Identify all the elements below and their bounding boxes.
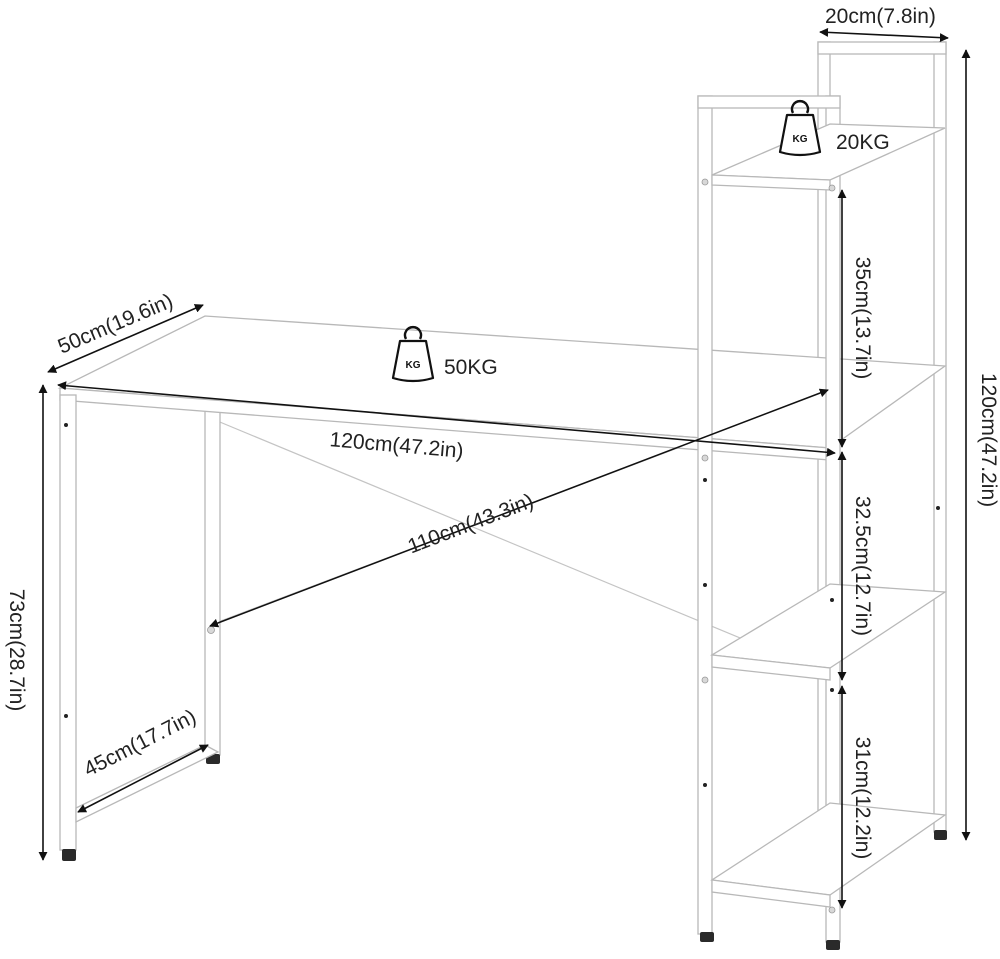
tower-back-right-foot: [934, 830, 947, 840]
dimension-arrows: [38, 27, 971, 909]
desk-length-label: 120cm(47.2in): [329, 428, 465, 463]
shelf-middle: [710, 583, 947, 669]
shelf-weight-label: 20KG: [836, 131, 890, 154]
foot-depth-arrow: [77, 744, 209, 813]
desk-front-left-leg: [59, 394, 77, 851]
tower-front-right-foot: [826, 940, 840, 950]
desk-weight-badge-text: KG: [406, 360, 421, 371]
desk-weight-label: 50KG: [444, 356, 498, 379]
tower-front-left-post: [697, 95, 713, 935]
leg-span-label: 110cm(43.3in): [405, 489, 537, 558]
shelf-weight-badge-text: KG: [793, 134, 808, 145]
leg-span-arrow: [209, 388, 829, 628]
desk-height-label: 73cm(28.7in): [5, 589, 28, 712]
desk-depth-arrow: [47, 304, 204, 373]
desk-illustration: [57, 41, 947, 950]
tower-back-right-post: [933, 41, 947, 833]
tower-front-left-foot: [700, 932, 714, 942]
tower-top-rail: [817, 41, 947, 55]
shelf-gap-top-label: 35cm(13.7in): [851, 257, 874, 380]
shelf-top: [711, 123, 946, 181]
kettlebell-icon: KG: [778, 100, 822, 157]
desk-weight-badge: KG 50KG: [391, 326, 498, 383]
desk-front-left-foot: [62, 849, 76, 861]
shelf-width-label: 20cm(7.8in): [825, 5, 936, 28]
shelf-gap-bottom-label: 31cm(12.2in): [851, 737, 874, 860]
shelf-weight-badge: KG 20KG: [778, 100, 890, 157]
tower-front-top-rail: [697, 95, 841, 109]
total-height-label: 120cm(47.2in): [977, 373, 1000, 507]
desk-back-left-leg: [204, 404, 221, 756]
shelf-bottom: [710, 802, 947, 896]
kettlebell-icon: KG: [391, 326, 435, 383]
shelf-gap-middle-label: 32.5cm(12.7in): [851, 496, 874, 636]
shelf-width-arrow: [819, 27, 949, 43]
